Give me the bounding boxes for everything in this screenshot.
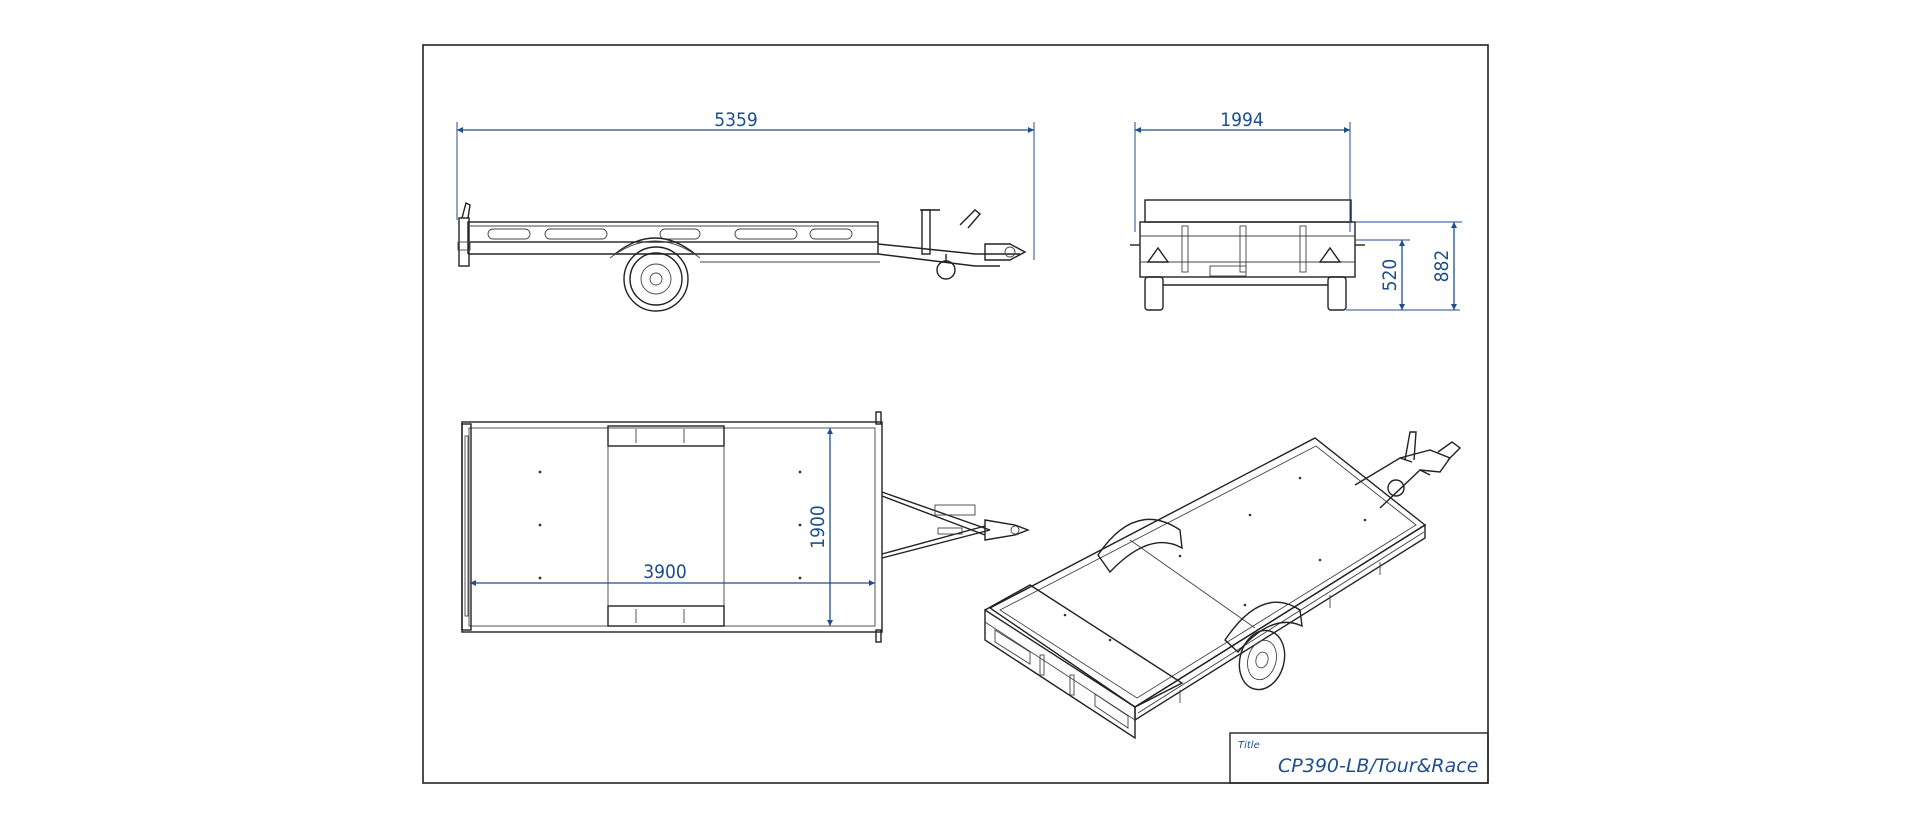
isometric-view xyxy=(984,431,1462,740)
dim-label-inner-width: 1900 xyxy=(807,505,829,549)
side-view xyxy=(457,201,1027,312)
dim-label-deck-height: 520 xyxy=(1379,259,1401,292)
dimension-inner-length: 3900 xyxy=(470,561,875,586)
dim-label-inner-length: 3900 xyxy=(643,561,687,583)
dim-label-overall-width: 1994 xyxy=(1220,109,1264,131)
dimension-overall-width: 1994 xyxy=(1134,109,1351,232)
dim-label-overall-length: 5359 xyxy=(714,109,758,131)
dimension-overall-length: 5359 xyxy=(456,109,1035,260)
drawing-frame xyxy=(422,44,1489,784)
title-block-value: CP390-LB/Tour&Race xyxy=(1278,755,1478,777)
dimension-deck-height: 520 xyxy=(1346,239,1460,311)
dim-label-overall-height: 882 xyxy=(1431,250,1453,283)
title-block-label: Title xyxy=(1238,740,1260,751)
title-block: Title CP390-LB/Tour&Race xyxy=(1229,732,1489,784)
rear-view xyxy=(1130,199,1365,311)
dimension-inner-width: 1900 xyxy=(807,428,833,626)
dimension-overall-height: 882 xyxy=(1355,221,1462,310)
top-view xyxy=(461,411,1030,643)
